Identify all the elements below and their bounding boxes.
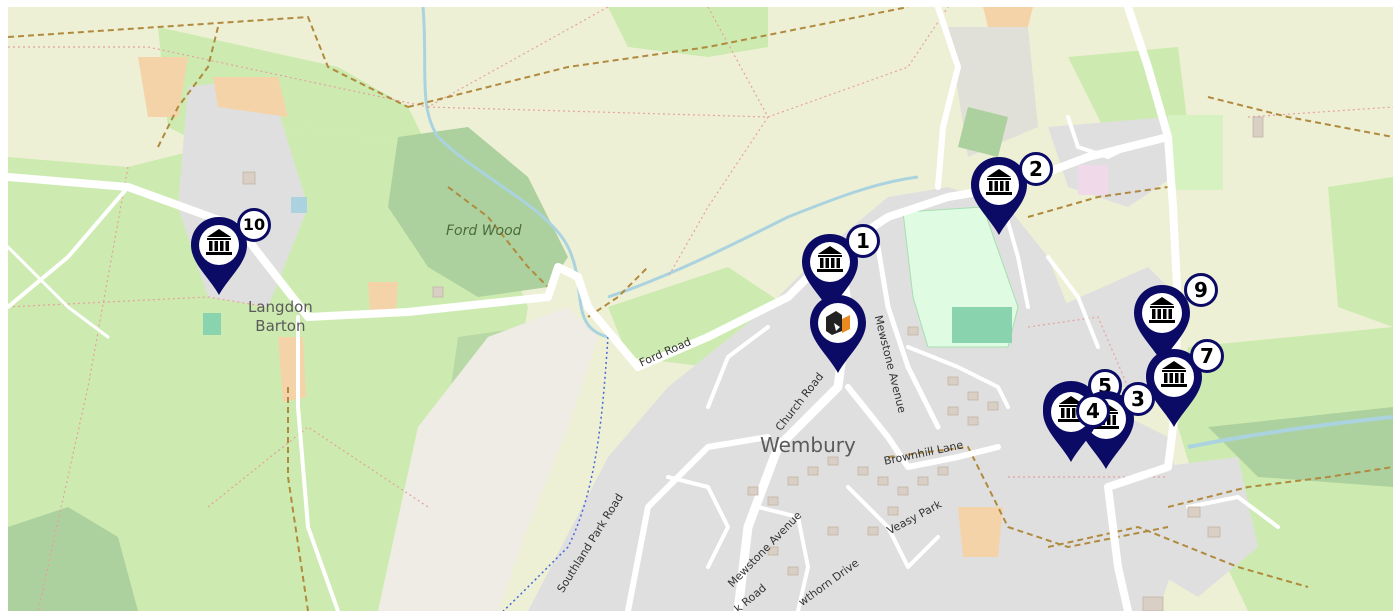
- map-marker-7[interactable]: [1144, 347, 1204, 429]
- site-logo-icon: [810, 295, 866, 373]
- marker-count-badge-10[interactable]: 10: [237, 208, 271, 242]
- map-marker-2[interactable]: [969, 155, 1029, 237]
- marker-count-badge-9[interactable]: 9: [1184, 273, 1218, 307]
- marker-count-badge-2[interactable]: 2: [1019, 152, 1053, 186]
- place-label-langdon-barton: Langdon Barton: [248, 298, 313, 336]
- place-label-wembury: Wembury: [760, 433, 856, 457]
- map-base-layer: [8, 7, 1393, 611]
- map-marker-1[interactable]: [800, 232, 860, 314]
- museum-icon: [191, 217, 247, 295]
- marker-count-badge-3[interactable]: 3: [1121, 382, 1155, 416]
- map-view[interactable]: Wembury Langdon Barton Ford Wood Ford Ro…: [8, 7, 1393, 611]
- marker-count-badge-7[interactable]: 7: [1190, 339, 1224, 373]
- feature-label-ford-wood: Ford Wood: [446, 223, 522, 239]
- place-label-langdon-line1: Langdon: [248, 298, 313, 316]
- museum-icon: [1146, 349, 1202, 427]
- map-marker-9[interactable]: [1132, 283, 1192, 365]
- marker-count-badge-1[interactable]: 1: [846, 224, 880, 258]
- museum-icon: [1134, 285, 1190, 363]
- place-label-langdon-line2: Barton: [255, 317, 306, 335]
- museum-icon: [971, 157, 1027, 235]
- map-marker-site[interactable]: [808, 293, 868, 375]
- map-marker-10[interactable]: [189, 215, 249, 297]
- marker-count-badge-4[interactable]: 4: [1076, 394, 1110, 428]
- museum-icon: [802, 234, 858, 312]
